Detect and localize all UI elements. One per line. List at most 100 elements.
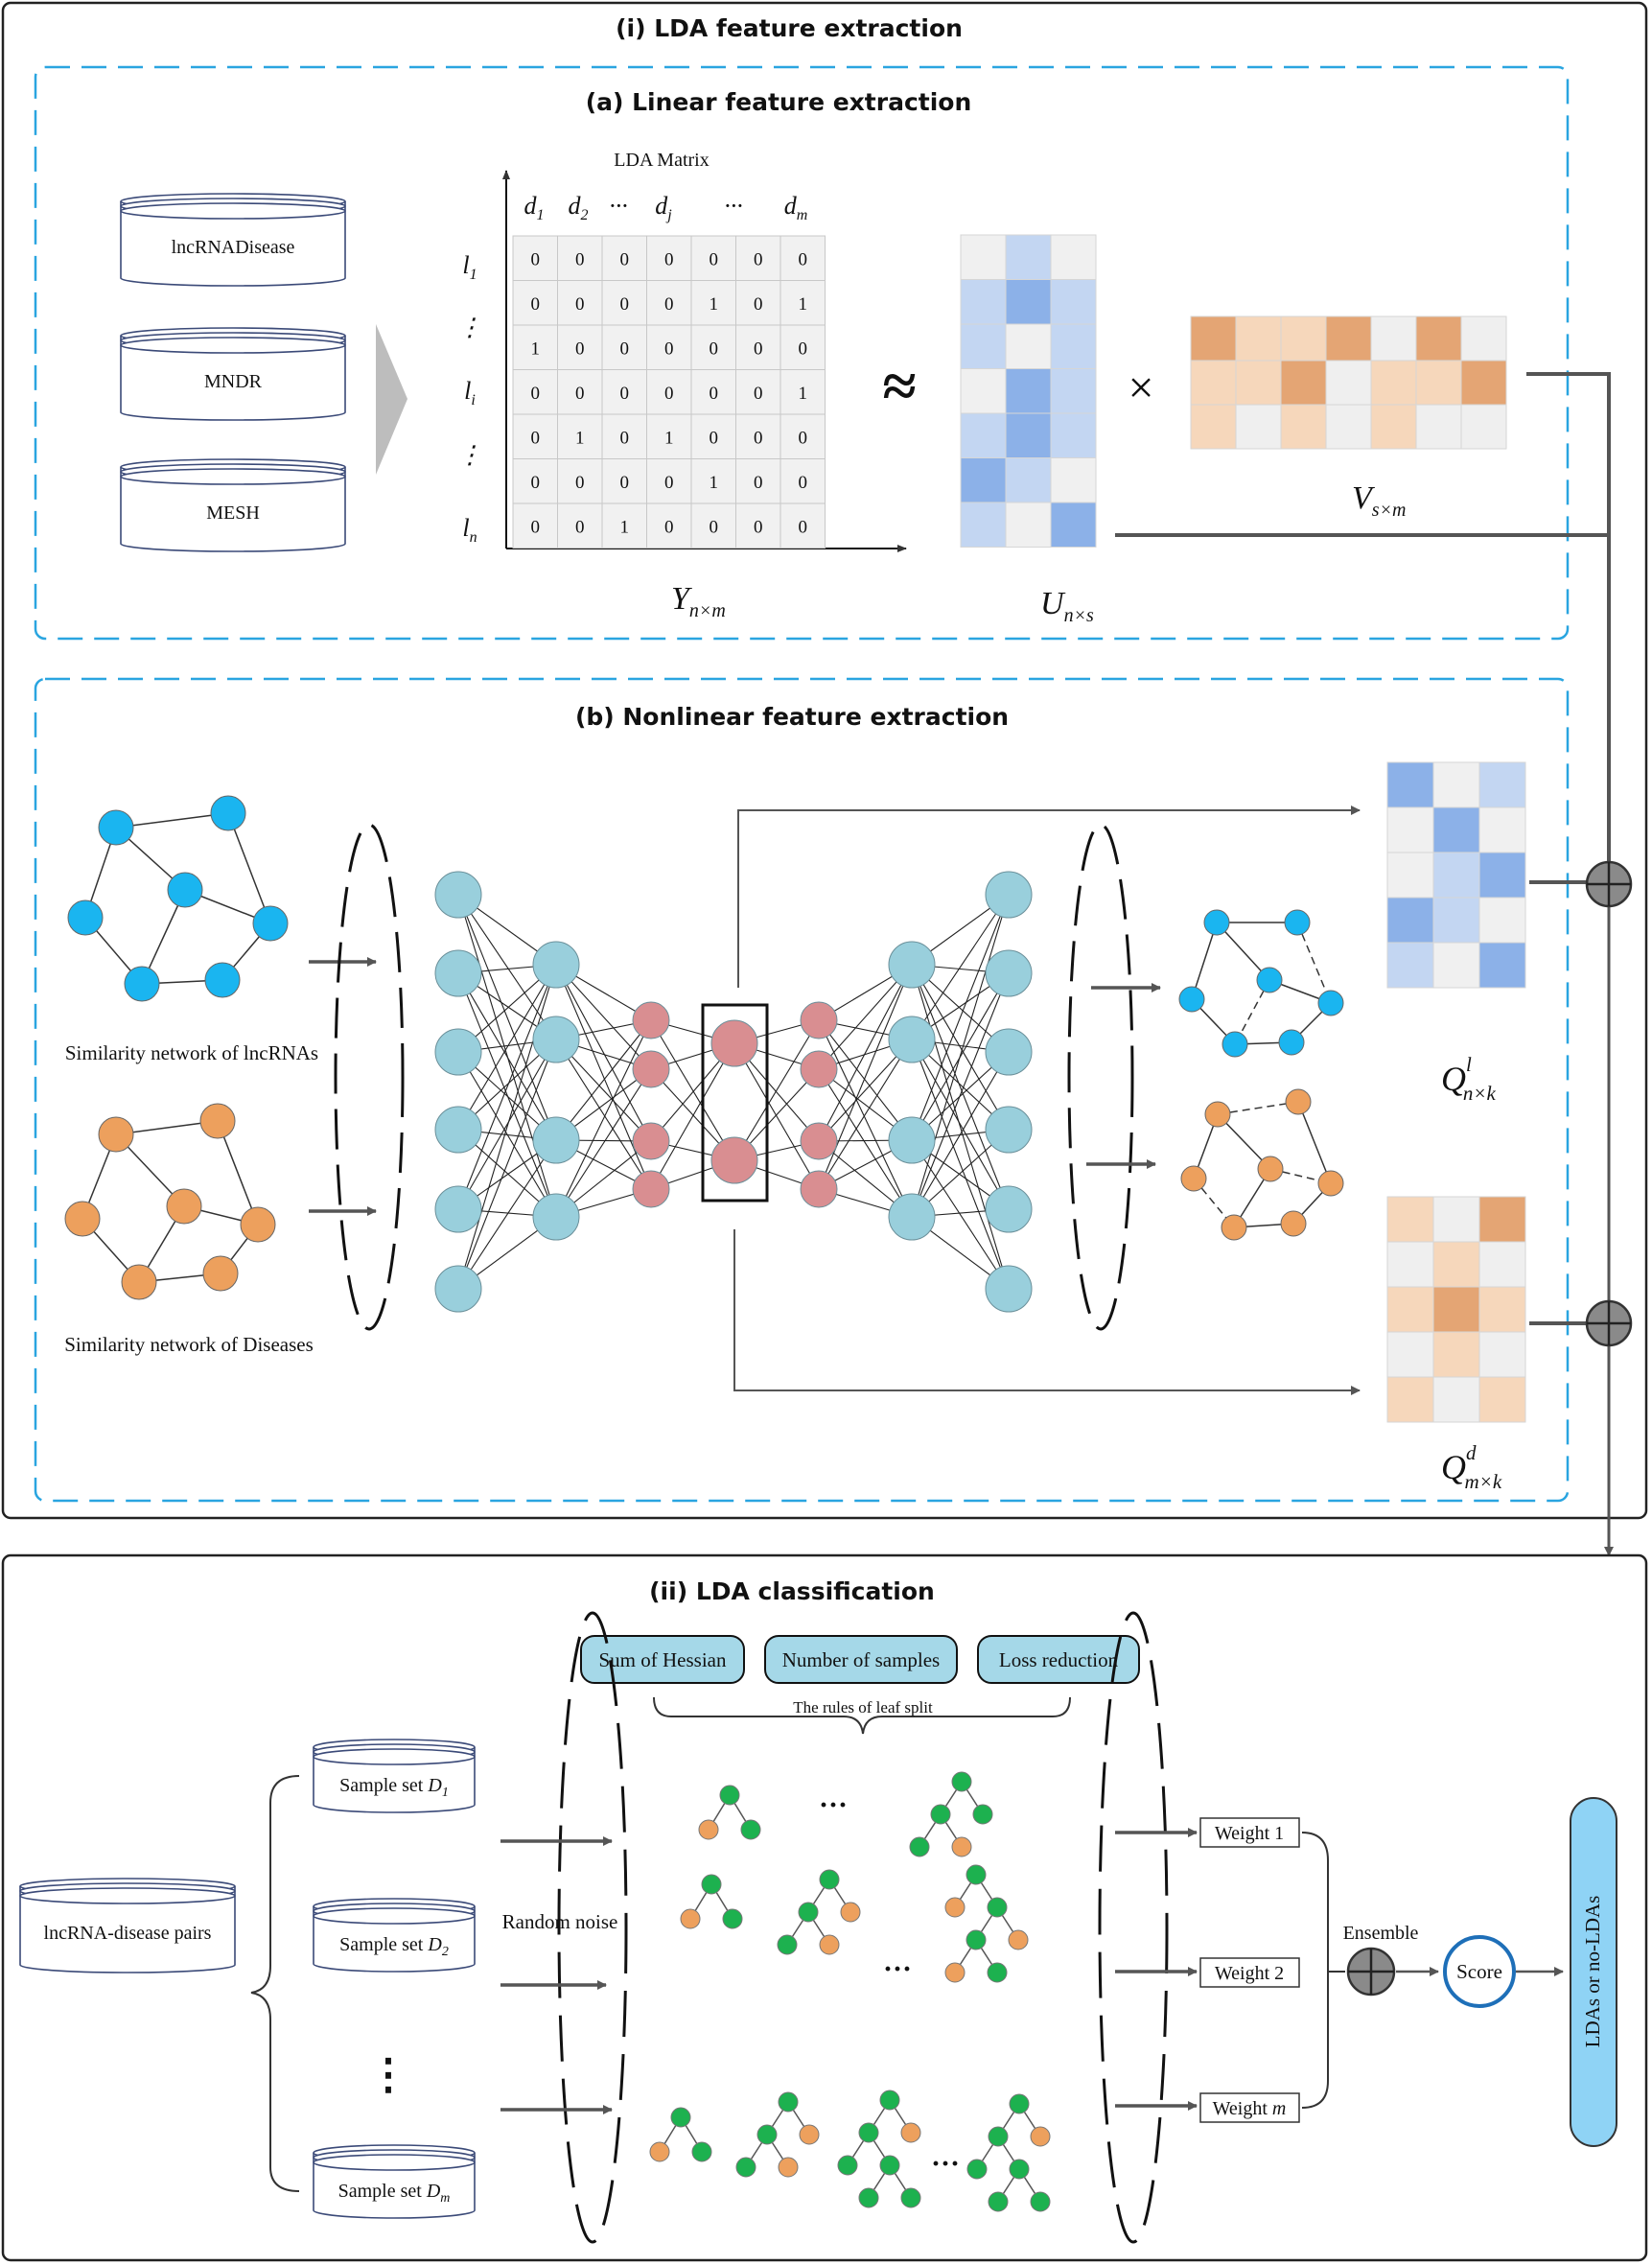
matrix-cell-value: 0 <box>754 384 763 404</box>
neuron-node <box>632 1001 670 1039</box>
tree-node <box>1008 1929 1029 1950</box>
tree <box>966 2093 1051 2212</box>
matrix-cell-value: 1 <box>531 339 541 359</box>
weight-1-box: Weight 1 <box>1199 1817 1300 1848</box>
factor-cell <box>1478 852 1526 899</box>
autoencoder-nodes <box>434 871 1033 1313</box>
neuron-node <box>985 1265 1033 1313</box>
factor-cell <box>1386 1196 1434 1243</box>
neuron-node <box>434 1106 482 1154</box>
factor-cell <box>1386 806 1434 853</box>
tree <box>735 2091 820 2178</box>
factor-cell <box>1460 404 1507 450</box>
tree <box>649 2107 712 2162</box>
factor-cell <box>1478 1376 1526 1423</box>
qd-matrix <box>1386 1196 1526 1423</box>
panel-a-title: (a) Linear feature extraction <box>586 88 972 116</box>
neuron-node <box>800 1001 838 1039</box>
network-node <box>1203 909 1230 936</box>
factor-cell <box>1005 234 1052 280</box>
factor-cell <box>960 502 1007 548</box>
matrix-cell-value: 0 <box>710 249 719 269</box>
neuron-node <box>985 871 1033 919</box>
concat-plus-icon <box>1585 1299 1633 1347</box>
network-node <box>199 1103 236 1139</box>
tree <box>777 1869 861 1955</box>
neuron-node <box>710 1019 758 1067</box>
svg-text:Loss reduction: Loss reduction <box>999 1648 1119 1671</box>
network-node <box>202 1255 239 1292</box>
neuron-node <box>532 1016 580 1063</box>
svg-text:Score: Score <box>1456 1960 1502 1983</box>
matrix-cell <box>690 502 736 549</box>
matrix-cell <box>646 458 692 504</box>
factor-cell <box>1478 1241 1526 1288</box>
tree-node <box>858 2187 879 2208</box>
matrix-cell <box>735 280 781 326</box>
disease-network-caption: Similarity network of Diseases <box>64 1333 314 1356</box>
rule-box-loss: Loss reduction <box>977 1635 1140 1684</box>
matrix-cell <box>601 413 647 459</box>
matrix-cell-value: 0 <box>531 517 541 537</box>
trees-dots-1: ··· <box>819 1789 848 1821</box>
factor-cell <box>1478 1331 1526 1378</box>
network-node <box>1284 909 1311 936</box>
pairs-cylinder-shape: lncRNA-disease pairs <box>19 1878 236 1973</box>
factor-cell <box>1432 942 1480 989</box>
matrix-cell-value: 0 <box>575 249 585 269</box>
network-node <box>1222 1031 1248 1058</box>
factor-cell <box>1386 761 1434 808</box>
tree-node <box>756 2124 778 2145</box>
factor-cell <box>1415 315 1462 362</box>
matrix-row-header: ⋮ <box>457 314 482 341</box>
xgboost-trees <box>649 1771 1051 2212</box>
trees-dots-3: ··· <box>931 2148 960 2180</box>
factor-cell <box>960 279 1007 325</box>
factor-cell <box>1190 404 1237 450</box>
svg-text:Sum of Hessian: Sum of Hessian <box>599 1648 727 1671</box>
ensemble-plus-icon <box>1346 1947 1396 1996</box>
neuron-node <box>985 949 1033 997</box>
neuron-node <box>434 1028 482 1076</box>
matrix-cell-value: 0 <box>754 428 763 448</box>
factor-cell <box>1386 942 1434 989</box>
tree-node <box>701 1874 722 1895</box>
trees-left-ellipse <box>557 1611 628 2244</box>
matrix-cell <box>601 458 647 504</box>
tree <box>837 2090 921 2208</box>
sample-set-label: Sample set D1 <box>339 1775 449 1800</box>
factor-cell <box>1005 279 1052 325</box>
matrix-cell <box>557 324 603 370</box>
matrix-cell-value: 0 <box>799 249 808 269</box>
tree-node <box>951 1771 972 1792</box>
factor-cell <box>1432 761 1480 808</box>
factor-cell <box>1235 360 1282 406</box>
rules-brace <box>653 1696 1071 1735</box>
pairs-brace <box>250 1775 300 2192</box>
similarity-networks <box>64 795 1344 1300</box>
matrix-cell-value: 0 <box>620 294 630 315</box>
matrix-cell-value: 0 <box>575 473 585 493</box>
tree-node <box>988 2191 1009 2212</box>
tree-node <box>722 1908 743 1929</box>
tree-node <box>988 2126 1009 2147</box>
factor-cell <box>1432 1331 1480 1378</box>
database-label: lncRNADisease <box>172 237 295 258</box>
matrix-cell-value: 0 <box>754 249 763 269</box>
y-matrix-label: Yn×m <box>671 581 726 621</box>
section-i-border <box>1 1 1648 1520</box>
network-node <box>1278 1029 1305 1056</box>
merge-arrow <box>376 324 407 475</box>
matrix-cell-value: 1 <box>710 473 719 493</box>
matrix-cell <box>601 235 647 281</box>
matrix-row-header: li <box>464 377 476 409</box>
tree-node <box>698 1819 719 1840</box>
svg-text:LDAs or no-LDAs: LDAs or no-LDAs <box>1581 1896 1604 2048</box>
tree-node <box>966 1864 987 1885</box>
matrix-cell-value: 0 <box>710 428 719 448</box>
times-symbol: × <box>1128 362 1153 413</box>
factor-cell <box>1050 323 1097 369</box>
tree-node <box>819 1934 840 1955</box>
